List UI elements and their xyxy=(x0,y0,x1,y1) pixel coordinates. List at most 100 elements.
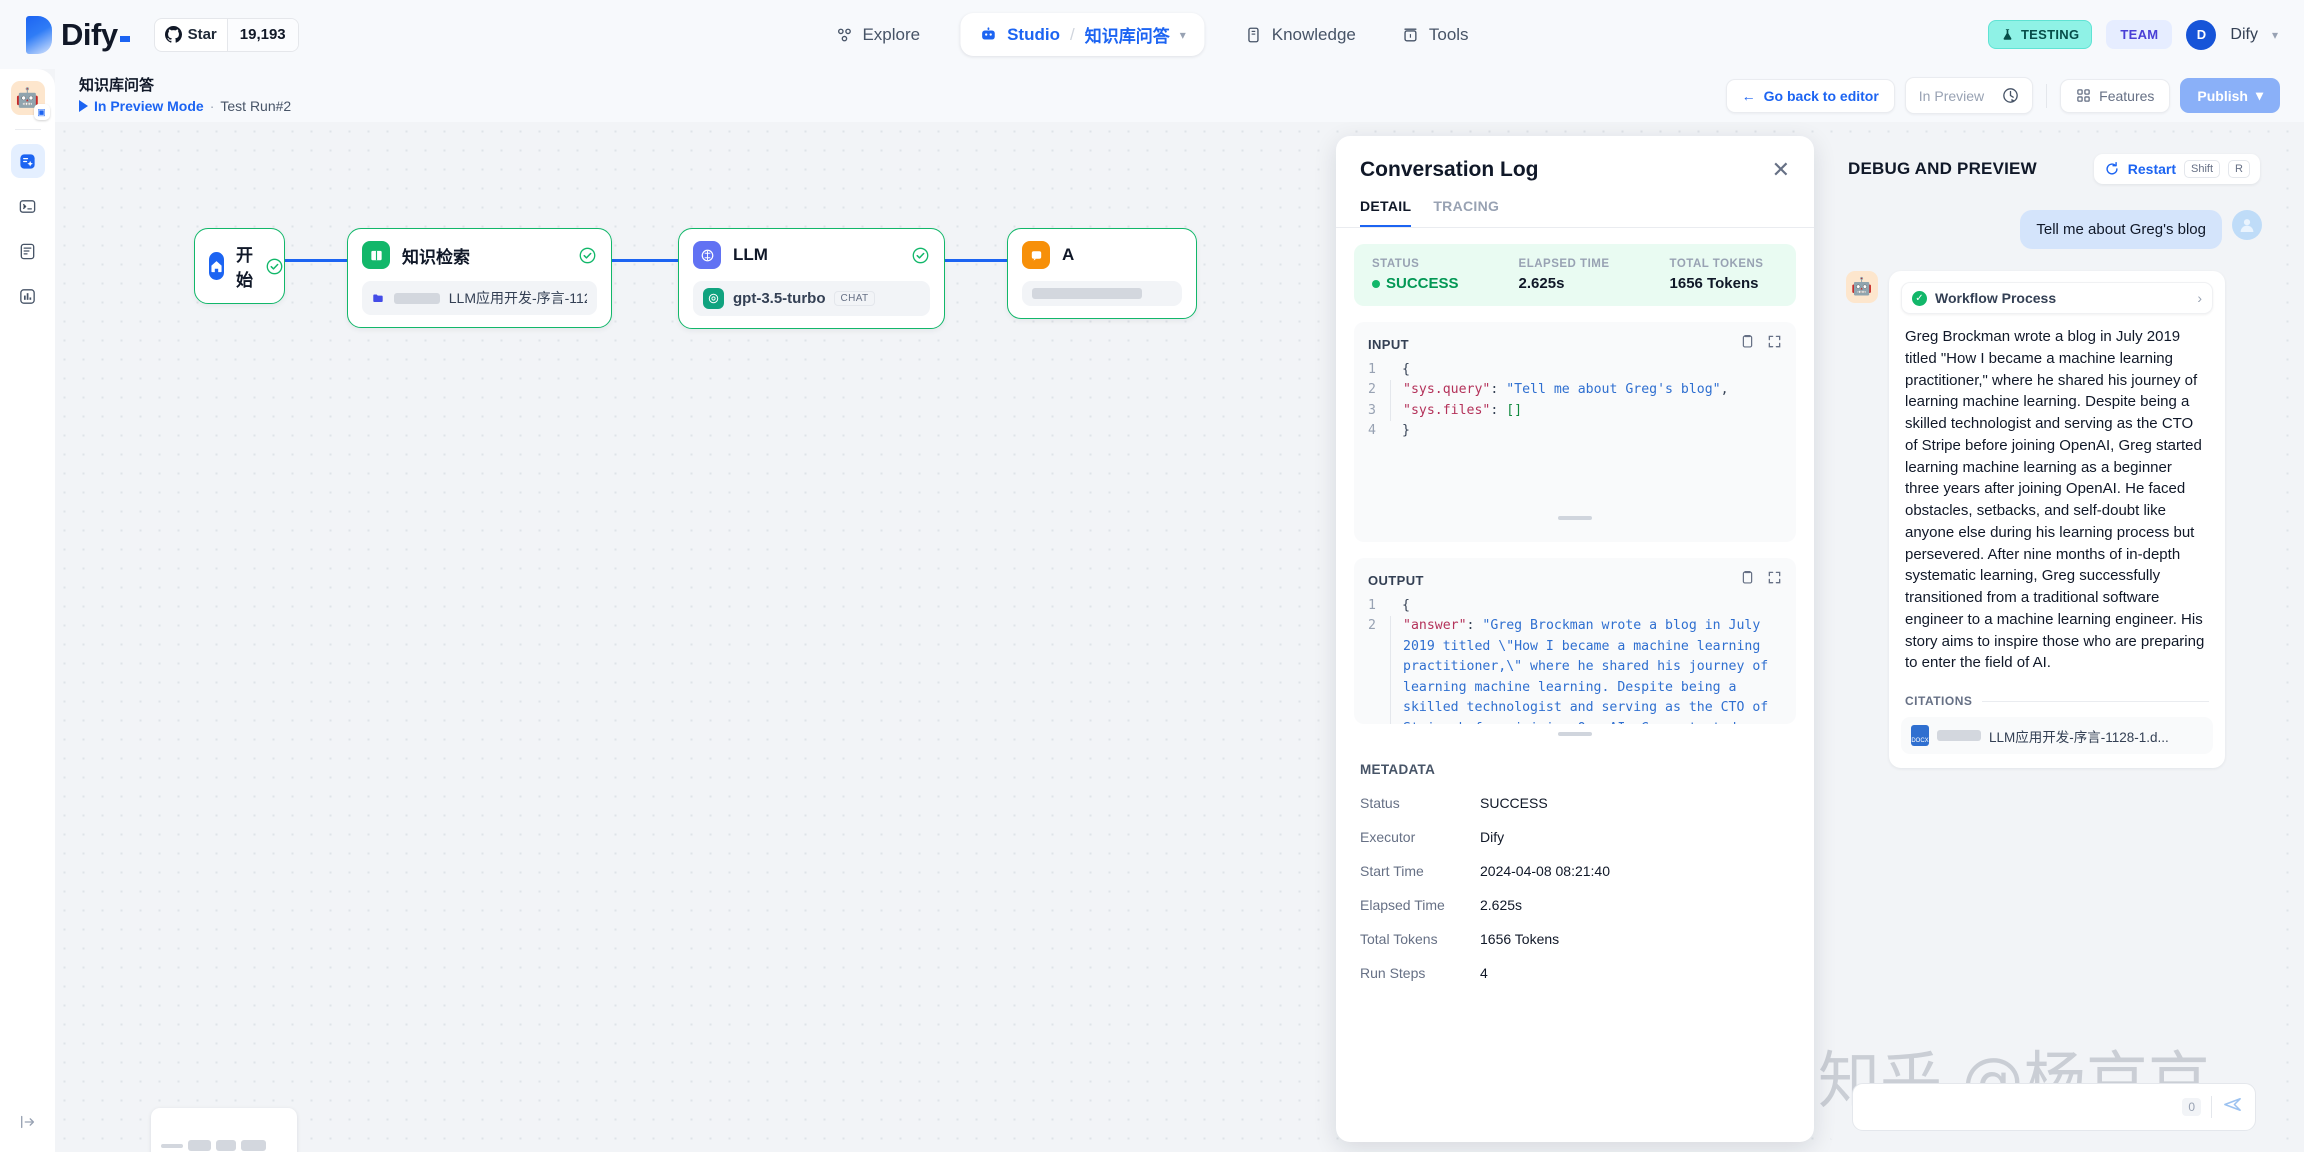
input-query-key: "sys.query" xyxy=(1403,382,1491,398)
nav-item-studio[interactable]: Studio / 知识库问答 ▾ xyxy=(960,13,1205,56)
citation-item[interactable]: DOCX LLM应用开发-序言-1128-1.d... xyxy=(1901,717,2213,754)
nav-item-explore[interactable]: Explore xyxy=(829,17,926,53)
in-preview-group[interactable]: In Preview xyxy=(1904,77,2034,114)
status-block: STATUS SUCCESS xyxy=(1372,258,1459,292)
node-status-success-icon xyxy=(911,246,930,265)
shortcut-shift: Shift xyxy=(2184,160,2221,178)
workflow-node-start[interactable]: 开始 xyxy=(194,228,285,304)
expand-icon[interactable] xyxy=(1767,334,1782,354)
citations-header: CITATIONS xyxy=(1901,694,2213,708)
metadata-value: SUCCESS xyxy=(1480,795,1548,811)
send-icon[interactable] xyxy=(2222,1094,2243,1120)
metadata-value: 2024-04-08 08:21:40 xyxy=(1480,863,1610,879)
restart-button[interactable]: Restart Shift R xyxy=(2093,154,2260,184)
avatar[interactable]: D xyxy=(2186,19,2217,50)
nav-label-explore: Explore xyxy=(862,24,921,44)
chat-message-user: Tell me about Greg's blog xyxy=(1846,210,2262,249)
metadata-value: 2.625s xyxy=(1480,897,1523,913)
top-navigation-bar: Dify Star 19,193 Explore Studio / 知识库问答 … xyxy=(0,0,2304,69)
expand-icon[interactable] xyxy=(1767,570,1782,590)
conversation-log-panel: Conversation Log ✕ DETAIL TRACING STATUS… xyxy=(1336,136,1814,1142)
go-back-to-editor-button[interactable]: ← Go back to editor xyxy=(1725,78,1895,113)
testing-badge-label: TESTING xyxy=(2020,27,2080,42)
user-name: Dify xyxy=(2230,25,2258,43)
check-circle-icon: ✓ xyxy=(1912,290,1927,306)
workflow-minimap[interactable] xyxy=(151,1108,297,1152)
testing-badge[interactable]: TESTING xyxy=(1987,20,2093,49)
team-badge[interactable]: TEAM xyxy=(2106,20,2173,49)
status-value: SUCCESS xyxy=(1372,275,1459,292)
github-star-button[interactable]: Star 19,193 xyxy=(153,17,299,52)
input-query-value: "Tell me about Greg's blog" xyxy=(1506,382,1721,398)
bot-answer-text: Greg Brockman wrote a blog in July 2019 … xyxy=(1905,328,2205,672)
restart-label: Restart xyxy=(2127,161,2177,177)
top-right-group: TESTING TEAM D Dify ▾ xyxy=(1987,19,2278,50)
workflow-node-knowledge-retrieval[interactable]: 知识检索 LLM应用开发-序言-1128... xyxy=(347,228,612,328)
citations-label: CITATIONS xyxy=(1905,694,1973,708)
nav-item-knowledge[interactable]: Knowledge xyxy=(1239,17,1362,53)
dify-logo[interactable]: Dify xyxy=(26,15,130,54)
tab-detail[interactable]: DETAIL xyxy=(1360,198,1412,227)
copy-icon[interactable] xyxy=(1740,570,1755,590)
publish-button[interactable]: Publish ▾ xyxy=(2180,78,2280,113)
rail-divider xyxy=(14,129,41,130)
node-status-success-icon xyxy=(265,257,284,276)
sidebar-collapse-button[interactable] xyxy=(19,1113,37,1136)
node-dataset-chip[interactable]: LLM应用开发-序言-1128... xyxy=(362,281,597,315)
header-divider xyxy=(2046,83,2048,108)
sidebar-app-avatar[interactable]: 🤖▣ xyxy=(10,81,50,120)
sidebar-item-analysis[interactable] xyxy=(11,279,45,313)
sidebar-item-logs[interactable] xyxy=(11,234,45,268)
history-button[interactable] xyxy=(1997,78,2032,113)
close-icon[interactable]: ✕ xyxy=(1771,157,1790,182)
in-preview-label: In Preview xyxy=(1918,87,1985,104)
github-icon xyxy=(164,26,182,43)
nav-label-studio: Studio xyxy=(1007,24,1060,44)
flask-icon xyxy=(2003,29,2012,40)
input-scroll-handle[interactable] xyxy=(1558,515,1592,520)
conversation-log-header: Conversation Log ✕ xyxy=(1336,136,1814,182)
workflow-node-answer[interactable]: A xyxy=(1007,228,1197,319)
workflow-node-llm[interactable]: LLM gpt-3.5-turbo CHAT xyxy=(678,228,945,329)
output-code-actions xyxy=(1740,570,1782,590)
code-line: 4} xyxy=(1368,423,1410,439)
tab-tracing[interactable]: TRACING xyxy=(1433,198,1500,214)
preview-mode-label: In Preview Mode xyxy=(94,97,204,114)
status-dot-icon xyxy=(1372,279,1380,288)
chat-input-bar[interactable]: 0 xyxy=(1852,1083,2256,1131)
workflow-process-card[interactable]: ✓ Workflow Process › xyxy=(1901,282,2213,314)
sidebar-item-api[interactable] xyxy=(11,189,45,223)
page-header-left: 知识库问答 In Preview Mode · Test Run#2 xyxy=(79,77,291,114)
logs-icon xyxy=(20,243,35,259)
sidebar-item-orchestrate[interactable] xyxy=(10,144,45,178)
node-answer-chip[interactable] xyxy=(1022,281,1182,306)
github-star-left[interactable]: Star xyxy=(155,19,227,51)
chevron-down-icon[interactable]: ▾ xyxy=(1179,27,1186,42)
copy-icon[interactable] xyxy=(1740,334,1755,354)
nav-item-tools[interactable]: Tools xyxy=(1396,17,1475,53)
history-clock-icon xyxy=(2003,88,2018,103)
explore-icon xyxy=(838,28,851,41)
nav-separator: / xyxy=(1069,24,1075,44)
node-header: LLM xyxy=(693,241,930,269)
output-code-body[interactable]: 1{ 2"answer": "Greg Brockman wrote a blo… xyxy=(1368,596,1782,724)
subtitle-separator: · xyxy=(209,97,215,114)
page-header-actions: ← Go back to editor In Preview Features … xyxy=(1725,77,2280,114)
output-scroll-handle[interactable] xyxy=(1558,732,1592,736)
openai-icon xyxy=(703,288,724,309)
node-header: A xyxy=(1022,241,1182,269)
bot-avatar: 🤖 xyxy=(1846,271,1878,303)
features-button[interactable]: Features xyxy=(2060,78,2171,113)
metadata-key: Run Steps xyxy=(1360,965,1426,981)
metadata-key: Start Time xyxy=(1360,863,1424,879)
output-code-card: OUTPUT 1{ 2"answer": "Greg Brockman wrot… xyxy=(1354,558,1796,724)
input-code-header: INPUT xyxy=(1368,334,1782,354)
output-label: OUTPUT xyxy=(1368,572,1424,588)
input-code-body[interactable]: 1{ 2"sys.query": "Tell me about Greg's b… xyxy=(1368,360,1782,442)
chevron-right-icon[interactable]: › xyxy=(2197,290,2202,306)
node-title: A xyxy=(1062,245,1075,264)
user-chevron-down-icon[interactable]: ▾ xyxy=(2271,27,2278,42)
user-avatar-icon xyxy=(2232,210,2262,240)
shortcut-key: R xyxy=(2228,160,2250,178)
node-model-chip[interactable]: gpt-3.5-turbo CHAT xyxy=(693,281,930,316)
